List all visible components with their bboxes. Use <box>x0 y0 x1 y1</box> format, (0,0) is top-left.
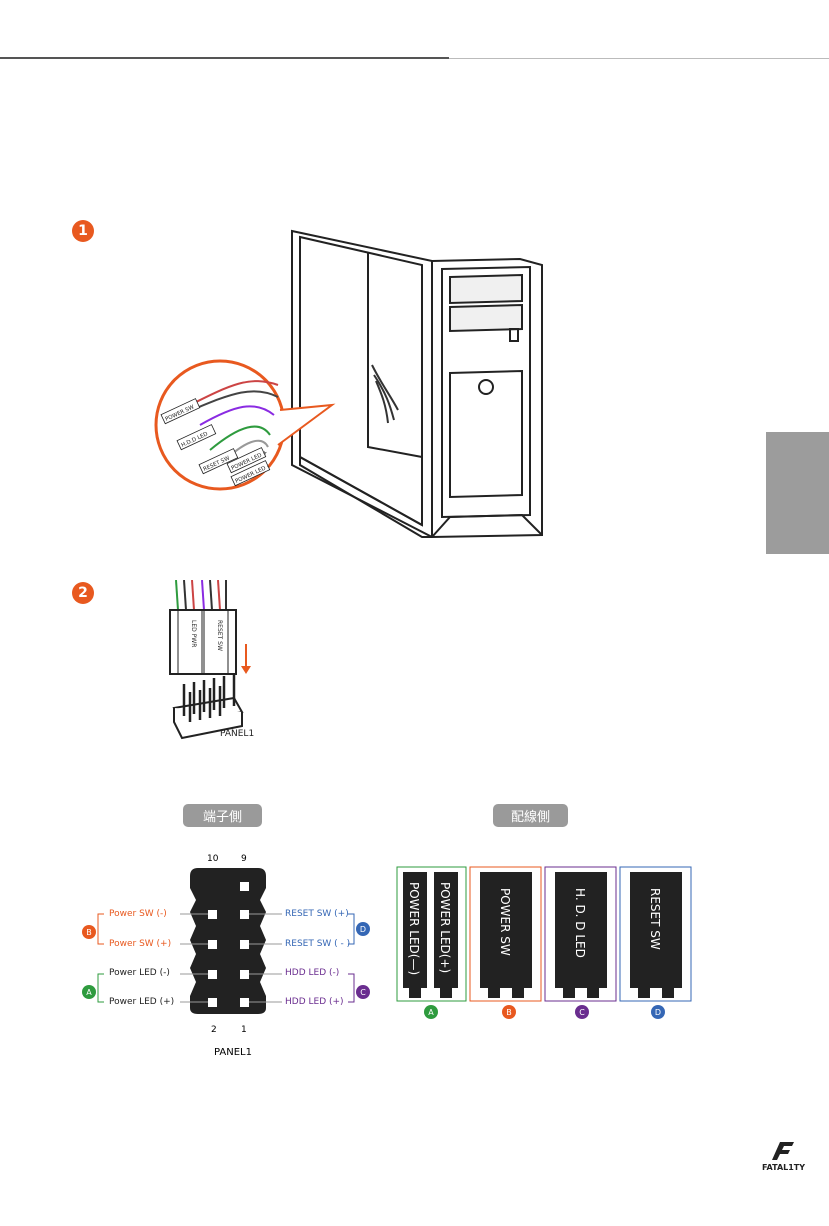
pin-label-hdd-led-minus: HDD LED (-) <box>285 968 339 978</box>
group-b-badge: B <box>82 925 96 939</box>
wire-group-c-badge: C <box>575 1005 589 1019</box>
pin-label-power-sw-minus: Power SW (-) <box>109 909 167 919</box>
wire-group-a-badge: A <box>424 1005 438 1019</box>
connector-label-led-pwr: LED PWR <box>190 620 197 647</box>
pin-label-power-led-plus: Power LED (+) <box>109 997 174 1007</box>
section-tab <box>766 432 829 554</box>
pin-header-label: PANEL1 <box>214 1047 252 1058</box>
case-illustration: POWER SW H.D.D LED RESET SW POWER LED + … <box>150 225 560 555</box>
pin-label-power-led-minus: Power LED (-) <box>109 968 170 978</box>
group-a-badge: A <box>82 985 96 999</box>
panel-label: PANEL1 <box>220 729 254 739</box>
pin-label-hdd-led-plus: HDD LED (+) <box>285 997 344 1007</box>
connector-label-reset-sw: RESET SW <box>216 620 223 651</box>
pin-label-reset-sw-plus: RESET SW (+) <box>285 909 349 919</box>
group-c-badge: C <box>356 985 370 999</box>
pin-number-10: 10 <box>207 854 218 864</box>
logo-text: FATAL1TY <box>762 1163 805 1172</box>
wire-label-reset-sw: RESET SW <box>648 888 662 950</box>
header-rule <box>0 57 449 59</box>
wire-label-hdd-led: H. D. D LED <box>573 888 587 958</box>
step-2-marker: 2 <box>72 582 94 604</box>
pin-side-title: 端子側 <box>183 804 262 827</box>
pin-label-power-sw-plus: Power SW (+) <box>109 939 171 949</box>
group-d-badge: D <box>356 922 370 936</box>
wire-group-d-badge: D <box>651 1005 665 1019</box>
wire-label-power-led-plus: POWER LED(+) <box>438 882 452 973</box>
wire-side-title: 配線側 <box>493 804 568 827</box>
pin-number-1: 1 <box>241 1025 247 1035</box>
wire-label-power-led-minus: POWER LED(—) <box>407 882 421 975</box>
wire-label-power-sw: POWER SW <box>498 888 512 956</box>
header-rule-thin <box>449 58 829 59</box>
wire-side-diagram: POWER LED(—) POWER LED(+) POWER SW H. D.… <box>396 866 696 1004</box>
step-1-marker: 1 <box>72 220 94 242</box>
pin-label-reset-sw-minus: RESET SW ( - ) <box>285 939 350 949</box>
pin-number-9: 9 <box>241 854 247 864</box>
fatal1ty-logo: FATAL1TY <box>760 1140 815 1172</box>
connector-insert-illustration: LED PWR RESET SW PANEL1 <box>160 580 270 750</box>
wire-group-b-badge: B <box>502 1005 516 1019</box>
pin-number-2: 2 <box>211 1025 217 1035</box>
